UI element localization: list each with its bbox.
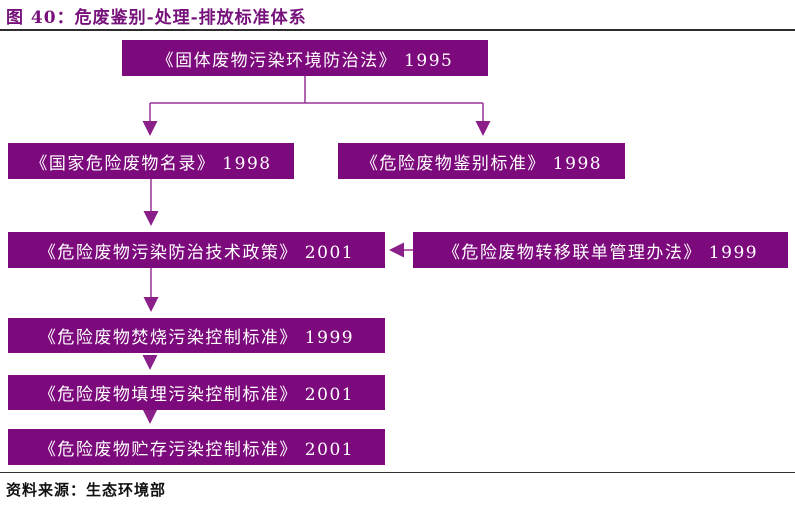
node-policy-2001: 《危险废物污染防治技术政策》 2001 — [8, 232, 385, 268]
node-incineration-1999: 《危险废物焚烧污染控制标准》 1999 — [8, 318, 385, 353]
node-law-1995: 《固体废物污染环境防治法》 1995 — [122, 40, 488, 76]
data-source-note: 资料来源：生态环境部 — [6, 481, 167, 499]
node-list-1998: 《国家危险废物名录》 1998 — [8, 143, 294, 179]
title-divider — [0, 29, 795, 31]
node-landfill-2001: 《危险废物填埋污染控制标准》 2001 — [8, 375, 385, 410]
node-storage-2001: 《危险废物贮存污染控制标准》 2001 — [8, 429, 385, 465]
footer-divider — [0, 472, 795, 473]
connector-split — [150, 76, 483, 104]
node-criteria-1998: 《危险废物鉴别标准》 1998 — [338, 143, 625, 179]
figure-title: 图 40：危废鉴别-处理-排放标准体系 — [6, 8, 307, 28]
node-manifest-1999: 《危险废物转移联单管理办法》 1999 — [413, 232, 788, 268]
